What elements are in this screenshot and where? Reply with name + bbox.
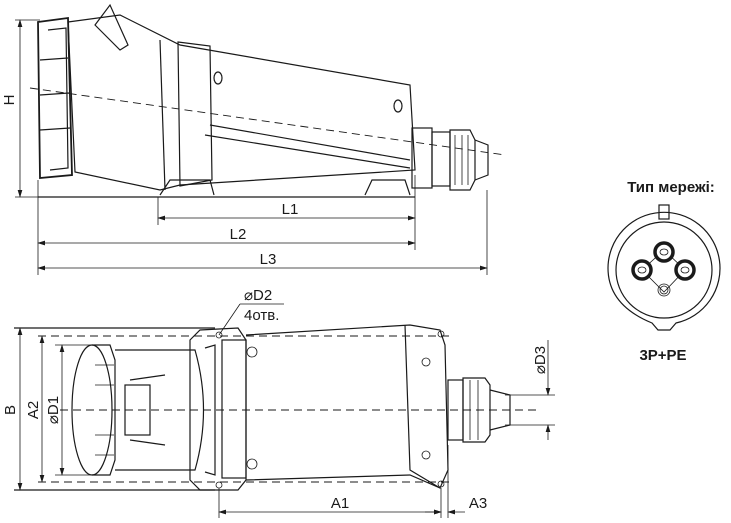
dim-A3: A3 xyxy=(469,495,487,512)
dim-A1: A1 xyxy=(331,495,349,512)
dim-H: H xyxy=(1,95,18,106)
network-type: Тип мережі: 3P+PE xyxy=(607,179,721,364)
dim-L1: L1 xyxy=(282,201,299,218)
side-view: H L1 L2 L3 xyxy=(1,3,506,275)
network-type-title: Тип мережі: xyxy=(627,179,715,196)
dim-D3: ⌀D3 xyxy=(532,346,549,374)
socket-face-icon xyxy=(607,204,721,331)
top-view: B A2 ⌀D1 ⌀D2 4отв. ⌀D3 A1 A3 xyxy=(2,287,555,518)
dim-D2: ⌀D2 xyxy=(244,287,272,304)
dim-L3: L3 xyxy=(260,251,277,268)
dim-D1: ⌀D1 xyxy=(45,396,62,424)
dim-B: B xyxy=(2,405,19,415)
dim-holes: 4отв. xyxy=(244,307,279,324)
dim-A2: A2 xyxy=(25,401,42,419)
dim-L2: L2 xyxy=(230,226,247,243)
network-type-value: 3P+PE xyxy=(639,347,686,364)
